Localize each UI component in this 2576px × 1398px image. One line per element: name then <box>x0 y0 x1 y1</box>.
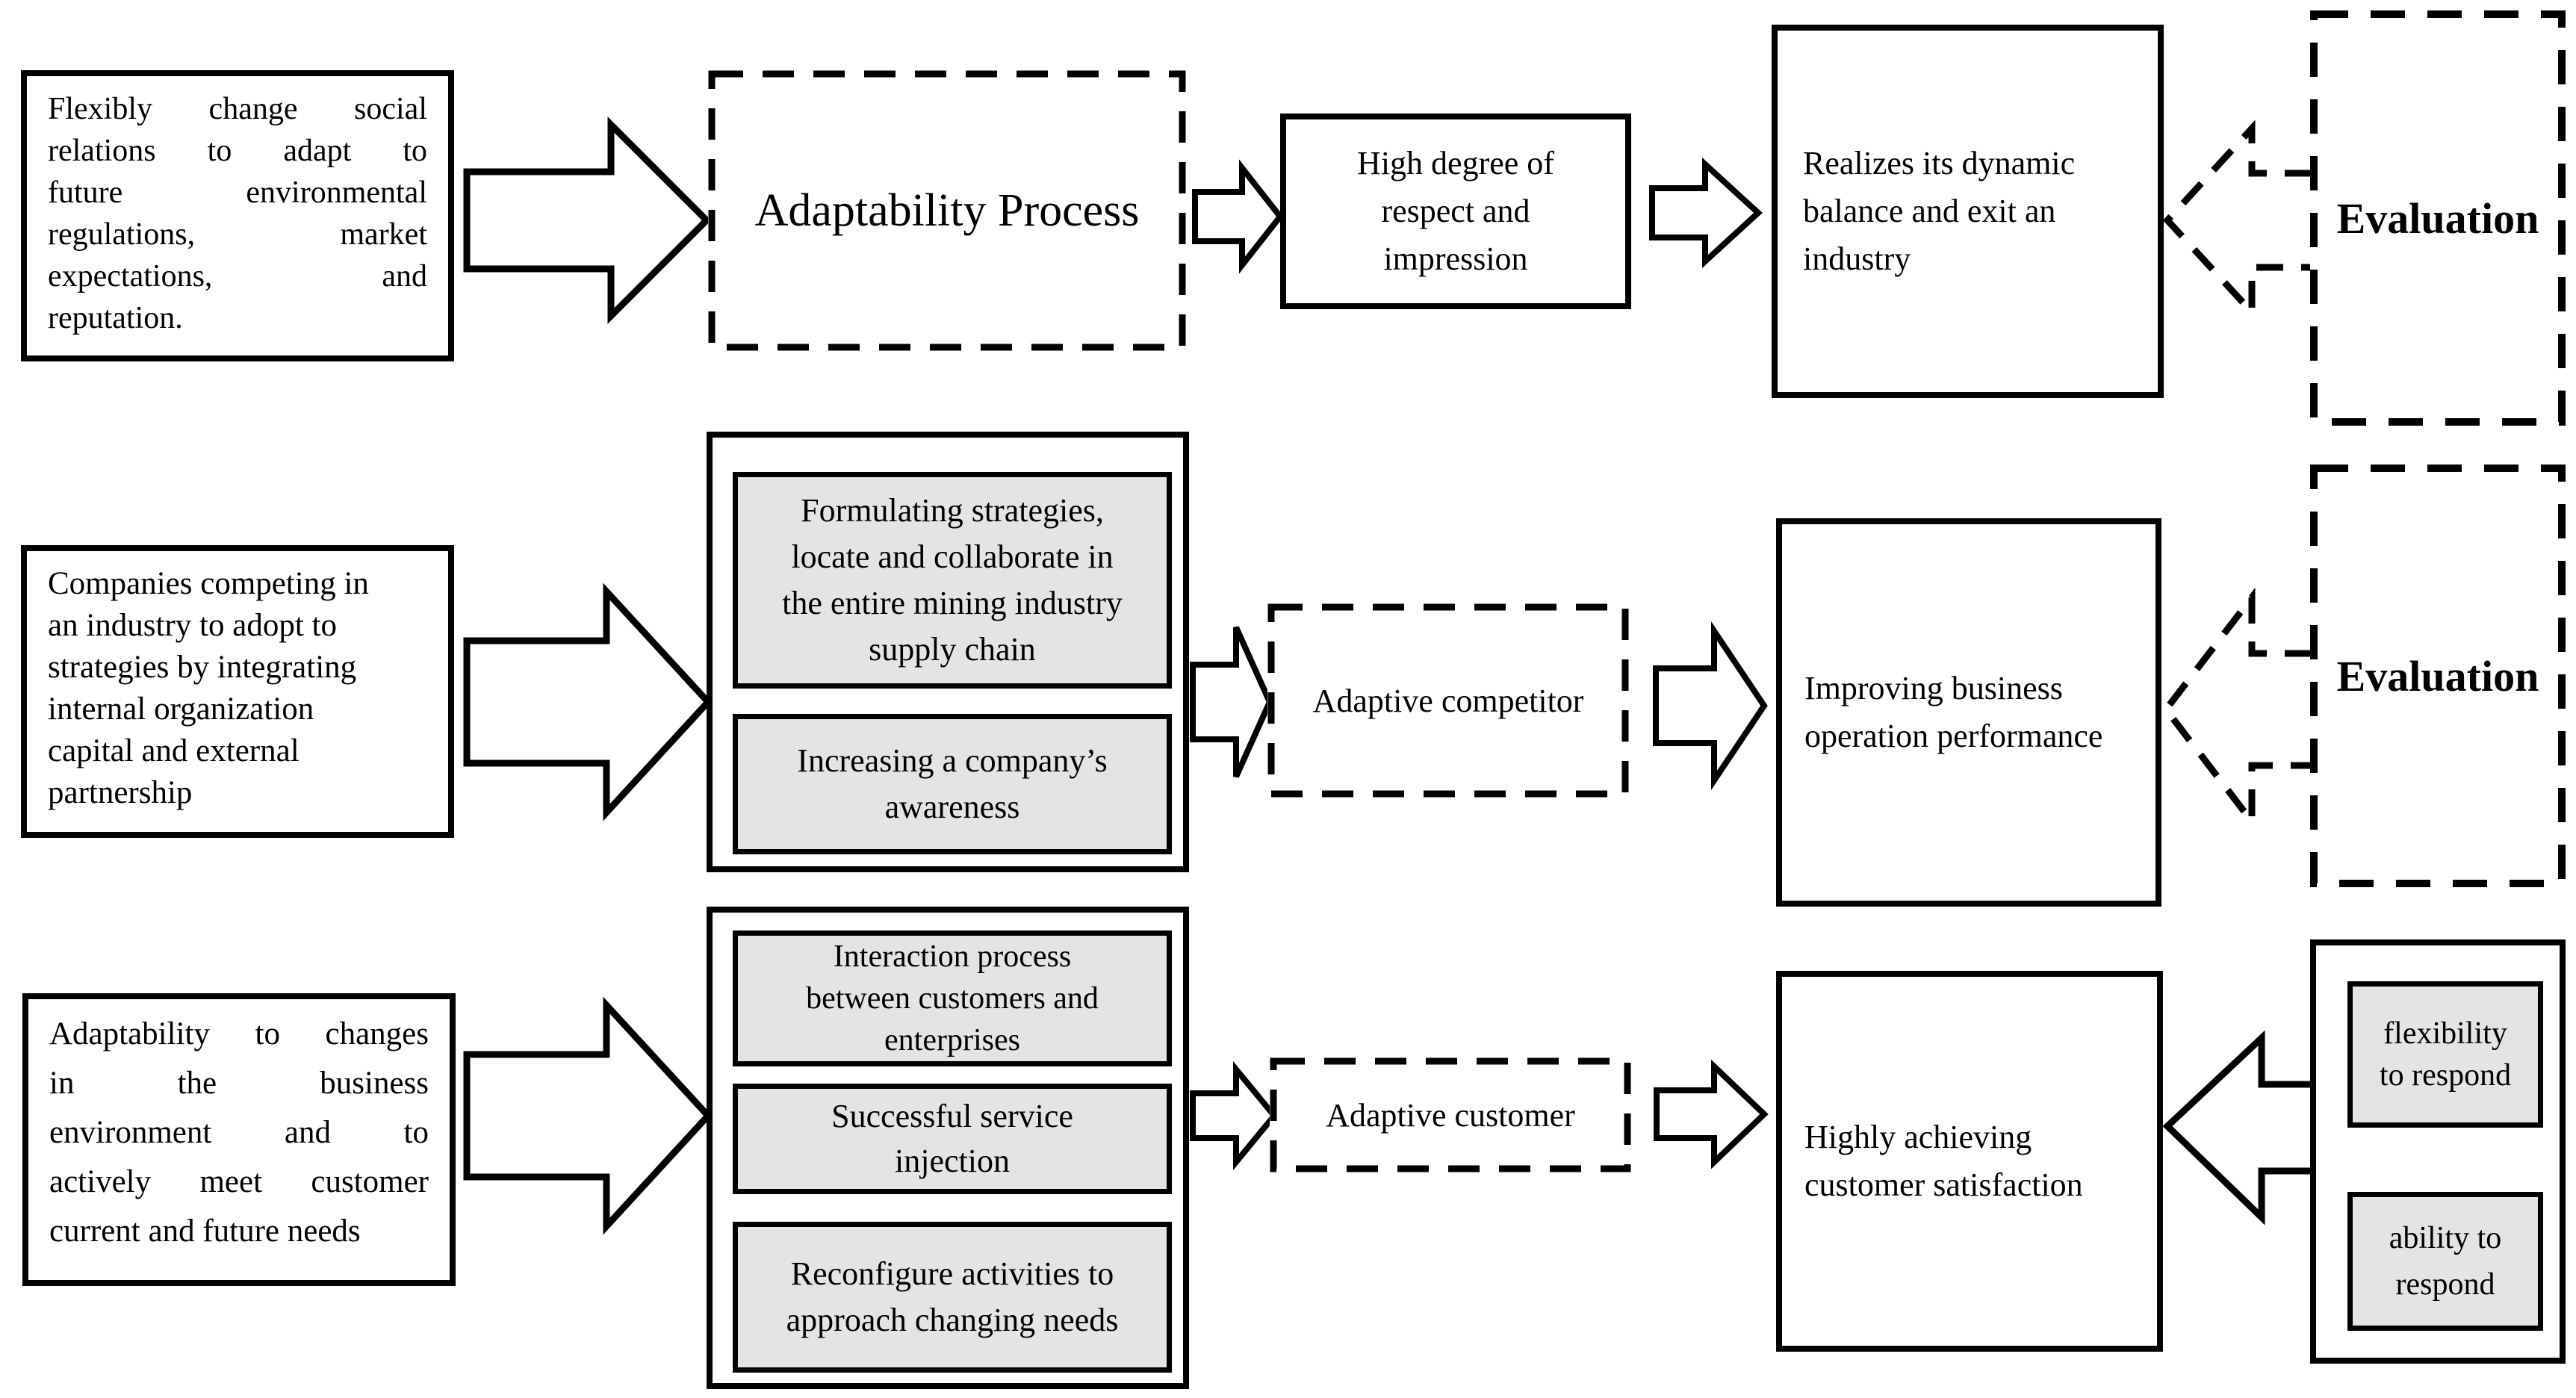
text-line: Adaptability to changes <box>49 1016 429 1051</box>
arrow-mediator-to-outcome-row2 <box>1653 621 1768 791</box>
text-line: operation performance <box>1804 718 2103 754</box>
adaptive-competitor-label: Adaptive competitor <box>1312 682 1584 719</box>
evaluation-container-row3: flexibility to respond ability to respond <box>2310 939 2566 1364</box>
forked-arrow-row3 <box>2162 1030 2315 1225</box>
process-item-service-injection: Successful service injection <box>733 1084 1172 1194</box>
text-line: industry <box>1803 240 1911 277</box>
arrow-process-to-mediator-row2 <box>1190 626 1273 778</box>
adaptability-process-box: Adaptability Process <box>708 70 1186 351</box>
text-line: supply chain <box>869 631 1036 668</box>
text-line: the entire mining industry <box>782 585 1123 621</box>
mediator-box-respect: High degree of respect and impression <box>1280 114 1631 309</box>
text-line: environment and to <box>49 1115 429 1150</box>
text-line: enterprises <box>884 1023 1020 1057</box>
block-arrow-right-row2 <box>463 582 713 821</box>
arrow-mediator-to-outcome-row1 <box>1649 157 1763 269</box>
process-item-interaction-process: Interaction process between customers and… <box>733 931 1172 1066</box>
text-line: relations to adapt to <box>48 134 427 168</box>
text-line: current and future needs <box>49 1214 361 1249</box>
text-line: Companies competing in <box>48 566 369 601</box>
text-line: regulations, market <box>48 217 427 252</box>
dashed-border <box>1270 1057 1631 1172</box>
text-line: customer satisfaction <box>1804 1166 2083 1203</box>
text-line: injection <box>895 1143 1010 1179</box>
dashed-border <box>708 70 1186 351</box>
dashed-border <box>2310 10 2566 426</box>
evaluation-box-row1: Evaluation <box>2310 10 2566 426</box>
text-line: impression <box>1383 240 1528 277</box>
block-arrow-right-row1 <box>463 116 712 324</box>
text-line: respect and <box>1381 193 1530 229</box>
text-line: in the business <box>49 1066 429 1101</box>
evaluation-label: Evaluation <box>2336 651 2539 700</box>
dashed-evaluation-arrow-row2 <box>2161 587 2312 832</box>
text-line: Highly achieving <box>1804 1119 2032 1155</box>
text-line: Interaction process <box>833 939 1072 974</box>
text-line: Reconfigure activities to <box>790 1255 1114 1292</box>
dashed-evaluation-arrow-row1 <box>2162 119 2312 321</box>
text-line: expectations, and <box>48 259 427 293</box>
evaluation-item-flexibility: flexibility to respond <box>2347 981 2543 1128</box>
dashed-border <box>1267 603 1629 798</box>
text-line: approach changing needs <box>786 1302 1119 1338</box>
arrow-process-to-mediator-row1 <box>1192 159 1285 274</box>
block-arrow-right-row3 <box>463 996 713 1235</box>
process-container-competitor: Formulating strategies, locate and collab… <box>707 432 1189 872</box>
arrow-process-to-mediator-row3 <box>1190 1060 1279 1171</box>
outcome-box-dynamic-balance: Realizes its dynamic balance and exit an i… <box>1772 25 2164 398</box>
text-line: internal organization <box>48 692 314 727</box>
text-line: flexibility <box>2383 1016 2507 1051</box>
input-box-competitor: Companies competing in an industry to ado… <box>21 545 454 838</box>
text-line: awareness <box>884 789 1020 825</box>
process-container-customer: Interaction process between customers and… <box>707 907 1189 1389</box>
process-item-formulating-strategies: Formulating strategies, locate and collab… <box>733 472 1172 689</box>
text-line: respond <box>2395 1267 2495 1302</box>
text-line: Realizes its dynamic <box>1803 145 2076 181</box>
text-line: locate and collaborate in <box>791 538 1114 575</box>
text-line: future environmental <box>48 175 427 210</box>
outcome-box-customer-satisfaction: Highly achieving customer satisfaction <box>1776 971 2163 1352</box>
evaluation-label: Evaluation <box>2336 193 2539 243</box>
text-line: reputation. <box>48 301 183 335</box>
process-item-reconfigure-activities: Reconfigure activities to approach changi… <box>733 1222 1172 1373</box>
adaptive-competitor-box: Adaptive competitor <box>1267 603 1629 798</box>
text-line: Formulating strategies, <box>801 492 1104 529</box>
text-line: balance and exit an <box>1803 193 2056 229</box>
input-box-customer: Adaptability to changes in the business en… <box>22 993 456 1286</box>
text-line: Increasing a company’s <box>797 742 1108 779</box>
adaptive-customer-label: Adaptive customer <box>1326 1096 1575 1134</box>
text-line: partnership <box>48 775 193 810</box>
text-line: ability to <box>2389 1221 2502 1255</box>
text-line: strategies by integrating <box>48 650 357 685</box>
text-line: between customers and <box>806 981 1099 1016</box>
text-line: Successful service <box>831 1098 1073 1134</box>
text-line: Improving business <box>1804 670 2063 706</box>
evaluation-box-row2: Evaluation <box>2310 465 2566 887</box>
text-line: to respond <box>2379 1058 2512 1093</box>
text-line: actively meet customer <box>49 1164 429 1199</box>
adaptability-process-label: Adaptability Process <box>754 184 1140 236</box>
evaluation-item-ability: ability to respond <box>2347 1192 2543 1331</box>
outcome-box-operation-performance: Improving business operation performance <box>1776 518 2161 907</box>
text-line: an industry to adopt to <box>48 608 337 643</box>
dashed-border <box>2310 465 2566 887</box>
text-line: capital and external <box>48 733 300 768</box>
text-line: High degree of <box>1357 145 1554 181</box>
process-item-increasing-awareness: Increasing a company’s awareness <box>733 714 1172 854</box>
adaptive-customer-box: Adaptive customer <box>1270 1057 1631 1172</box>
input-box-social: Flexibly change social relations to adapt… <box>21 70 454 361</box>
arrow-mediator-to-outcome-row3 <box>1654 1059 1769 1169</box>
text-line: Flexibly change social <box>48 92 427 126</box>
